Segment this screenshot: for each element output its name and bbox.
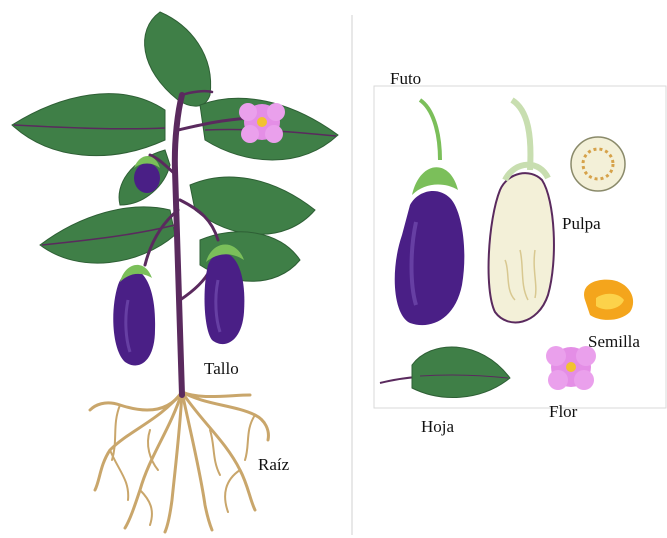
fruit-whole — [395, 100, 465, 325]
label-flor: Flor — [549, 403, 577, 420]
single-leaf — [380, 347, 510, 398]
label-semilla: Semilla — [588, 333, 640, 350]
label-tallo: Tallo — [204, 360, 239, 377]
fruit-cut — [489, 100, 554, 322]
label-raiz: Raíz — [258, 456, 289, 473]
seed — [584, 280, 633, 320]
fruit-slice — [571, 137, 625, 191]
label-pulpa: Pulpa — [562, 215, 601, 232]
eggplant-plant — [12, 12, 338, 532]
single-flower — [546, 346, 596, 390]
small-fruit — [134, 156, 160, 193]
label-hoja: Hoja — [421, 418, 454, 435]
fruit-left — [113, 265, 155, 366]
plant-flower — [239, 103, 285, 143]
label-futo: Futo — [390, 70, 421, 87]
roots — [90, 392, 268, 532]
